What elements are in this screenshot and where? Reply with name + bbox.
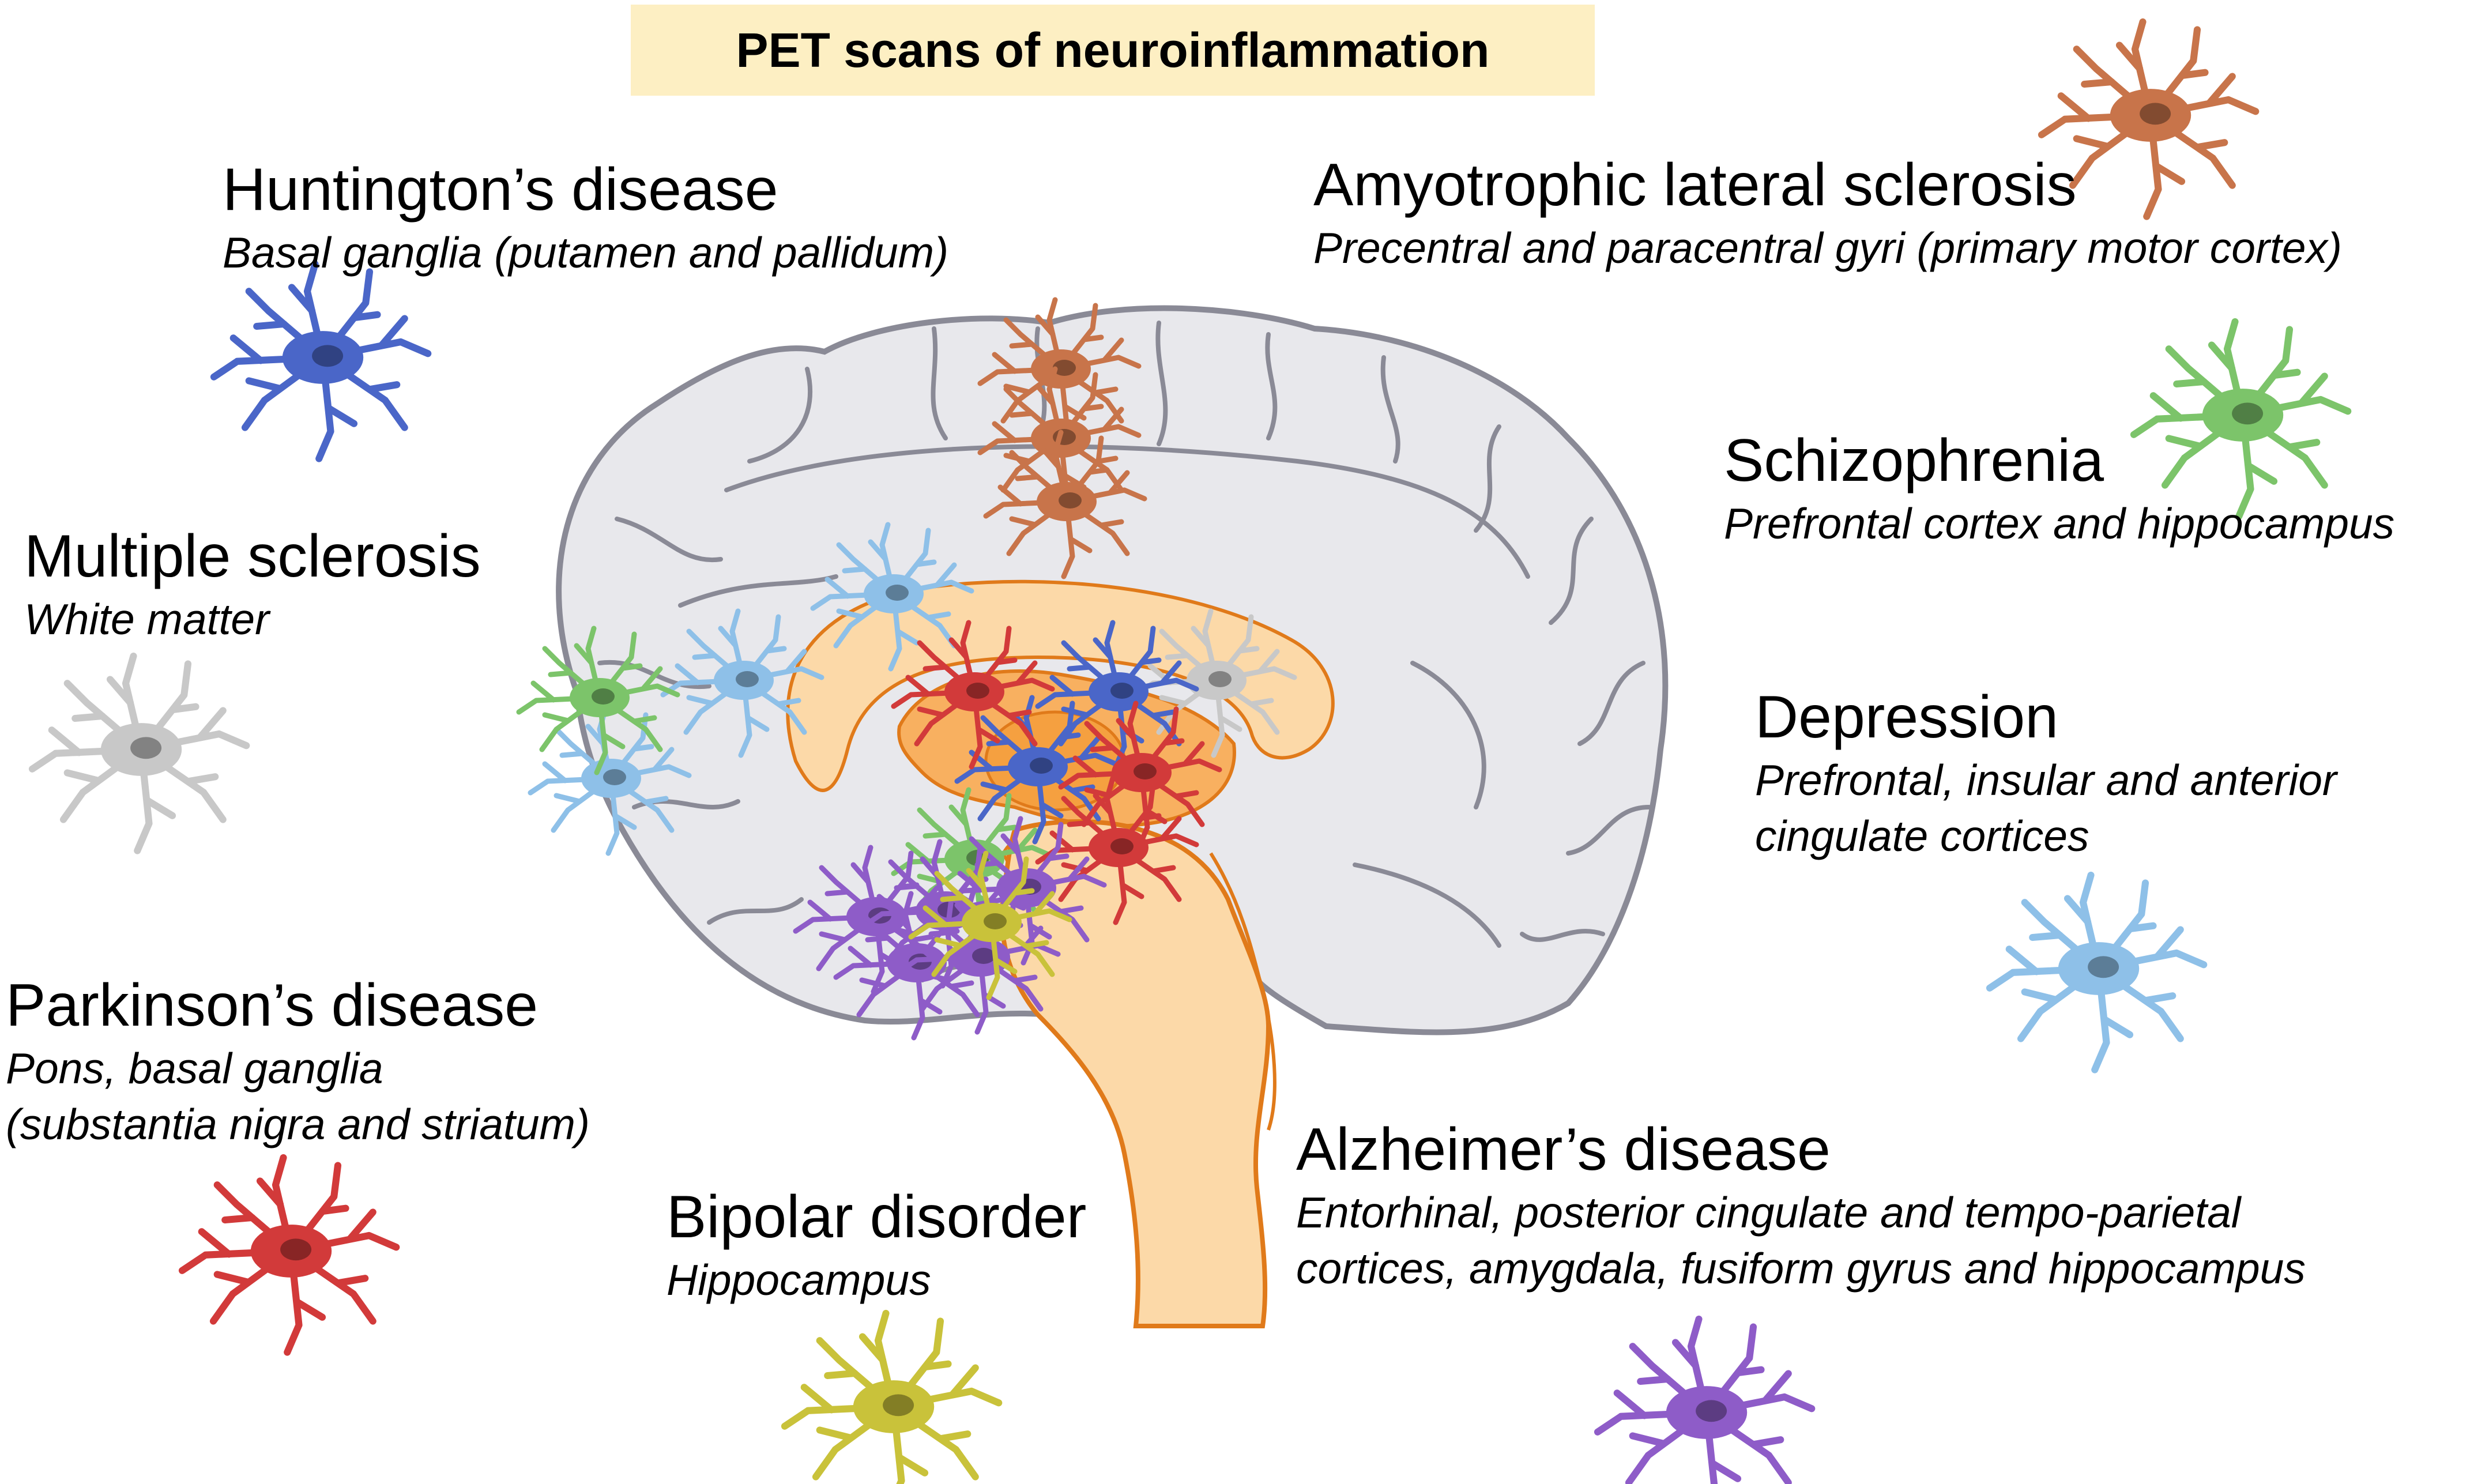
disease-region: Precentral and paracentral gyri (primary…: [1313, 223, 2342, 272]
disease-name: Bipolar disorder: [667, 1184, 1087, 1251]
page-title: PET scans of neuroinflammation: [736, 22, 1490, 77]
label-depression: Depression Prefrontal, insular and anter…: [1755, 683, 2337, 865]
brainstem: [999, 819, 1276, 1328]
disease-name: Depression: [1755, 684, 2059, 751]
disease-name: Multiple sclerosis: [24, 523, 481, 590]
label-parkinson: Parkinson’s disease Pons, basal ganglia …: [6, 971, 590, 1153]
disease-region: White matter: [24, 594, 270, 643]
microglia-huntington-icon: [214, 264, 428, 459]
disease-region: (substantia nigra and striatum): [6, 1100, 590, 1149]
disease-region: cortices, amygdala, fusiform gyrus and h…: [1296, 1244, 2306, 1293]
title-box: PET scans of neuroinflammation: [631, 5, 1595, 96]
label-alzheimer: Alzheimer’s disease Entorhinal, posterio…: [1296, 1116, 2306, 1297]
label-bipolar: Bipolar disorder Hippocampus: [667, 1183, 1086, 1308]
disease-region: Entorhinal, posterior cingulate and temp…: [1296, 1188, 2241, 1237]
disease-name: Amyotrophic lateral sclerosis: [1313, 152, 2077, 219]
microglia-bipolar-icon: [785, 1313, 999, 1484]
disease-name: Schizophrenia: [1724, 427, 2104, 494]
label-huntington: Huntington’s disease Basal ganglia (puta…: [223, 156, 948, 281]
disease-region: cingulate cortices: [1755, 812, 2089, 861]
disease-region: Prefrontal cortex and hippocampus: [1724, 499, 2395, 548]
disease-region: Hippocampus: [667, 1255, 931, 1304]
disease-region: Basal ganglia (putamen and pallidum): [223, 228, 949, 277]
microglia-ms-icon: [32, 656, 246, 851]
label-multiple-sclerosis: Multiple sclerosis White matter: [24, 522, 481, 647]
microglia-depression-icon: [1990, 875, 2204, 1070]
disease-region: Prefrontal, insular and anterior: [1755, 755, 2337, 804]
microglia-alzheimer-icon: [1598, 1319, 1812, 1484]
disease-name: Parkinson’s disease: [6, 972, 539, 1039]
disease-region: Pons, basal ganglia: [6, 1044, 383, 1093]
label-als: Amyotrophic lateral sclerosis Precentral…: [1313, 151, 2342, 276]
disease-name: Alzheimer’s disease: [1296, 1116, 1831, 1183]
label-schizophrenia: Schizophrenia Prefrontal cortex and hipp…: [1724, 427, 2394, 552]
disease-name: Huntington’s disease: [223, 156, 778, 223]
microglia-parkinson-icon: [182, 1158, 396, 1353]
